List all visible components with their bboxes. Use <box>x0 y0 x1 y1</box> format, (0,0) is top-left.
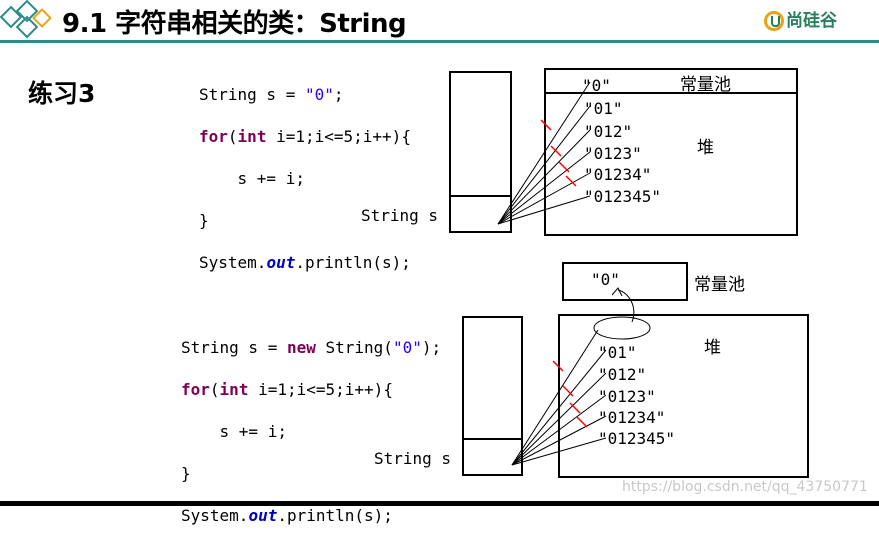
top-heap-label: 堆 <box>697 138 714 158</box>
bottom-heap-area <box>558 314 809 478</box>
top-code-literal: "0" <box>304 85 334 104</box>
bottom-code-literal: "0" <box>392 338 422 357</box>
bottom-ref-line-5 <box>511 437 607 466</box>
bottom-code-line-5: System.out.println(s); <box>181 506 393 525</box>
top-code-line-3: s += i; <box>199 169 305 188</box>
top-ref-line-4 <box>497 172 591 225</box>
watermark: https://blog.csdn.net/qq_43750771 <box>622 479 868 495</box>
cross-marks <box>540 119 588 428</box>
top-code-line-1: String s = "0"; <box>199 85 344 104</box>
top-ref-line-1 <box>497 105 591 225</box>
top-ref-line-2 <box>497 129 591 225</box>
bottom-string-01: "01" <box>598 343 637 362</box>
bottom-string-0123: "0123" <box>598 387 656 406</box>
bottom-heap-label: 堆 <box>704 338 721 358</box>
bottom-pool-arrow <box>617 289 635 323</box>
bottom-code-line-2: for(int i=1;i<=5;i++){ <box>181 380 393 399</box>
bottom-string-012: "012" <box>598 365 647 384</box>
bottom-string-01234: "01234" <box>598 408 666 427</box>
top-pool-label: 常量池 <box>680 75 731 95</box>
bottom-var-label: String s <box>374 449 452 468</box>
bottom-pool-box <box>562 262 688 301</box>
top-string-012345: "012345" <box>584 187 662 206</box>
bottom-ref-line-3 <box>511 394 607 466</box>
top-var-label: String s <box>361 206 439 225</box>
top-ref-line-3 <box>497 151 591 225</box>
logo-text: 尚硅谷 <box>786 11 837 31</box>
top-string-01234: "01234" <box>584 165 652 184</box>
bottom-ref-line-2 <box>511 372 607 466</box>
corner-decoration-icon <box>0 0 52 39</box>
header-divider <box>0 40 879 43</box>
bottom-ref-line-0 <box>511 329 599 466</box>
brand-logo: 尚硅谷 <box>764 6 837 31</box>
top-string-012: "012" <box>584 122 633 141</box>
reference-lines <box>497 81 651 466</box>
bottom-pool-label: 常量池 <box>694 275 745 295</box>
page-title: 9.1 字符串相关的类：String <box>62 9 407 39</box>
bottom-code-line-4: } <box>181 464 191 483</box>
bottom-code-line-3: s += i; <box>181 422 287 441</box>
top-string-0: "0" <box>582 76 611 95</box>
top-pool-divider <box>544 92 798 94</box>
bottom-new-object-ellipse <box>593 316 651 340</box>
bottom-ref-line-1 <box>511 349 607 466</box>
bottom-code-line-1: String s = new String("0"); <box>181 338 442 357</box>
bottom-ref-line-4 <box>511 415 607 466</box>
bottom-pool-value: "0" <box>591 270 620 289</box>
logo-icon <box>764 11 784 31</box>
top-code-line-4: } <box>199 211 209 230</box>
top-code-line-5: System.out.println(s); <box>199 253 411 272</box>
top-string-01: "01" <box>584 99 623 118</box>
bottom-string-012345: "012345" <box>598 429 676 448</box>
top-code-line-2: for(int i=1;i<=5;i++){ <box>199 127 411 146</box>
bottom-pool-arrowhead <box>611 287 623 297</box>
top-ref-line-0 <box>497 81 591 225</box>
footer-divider <box>0 501 879 506</box>
top-code-block: String s = "0"; for(int i=1;i<=5;i++){ s… <box>199 63 411 294</box>
top-string-0123: "0123" <box>584 144 642 163</box>
top-ref-line-5 <box>497 195 591 225</box>
exercise-label: 练习3 <box>28 79 96 108</box>
